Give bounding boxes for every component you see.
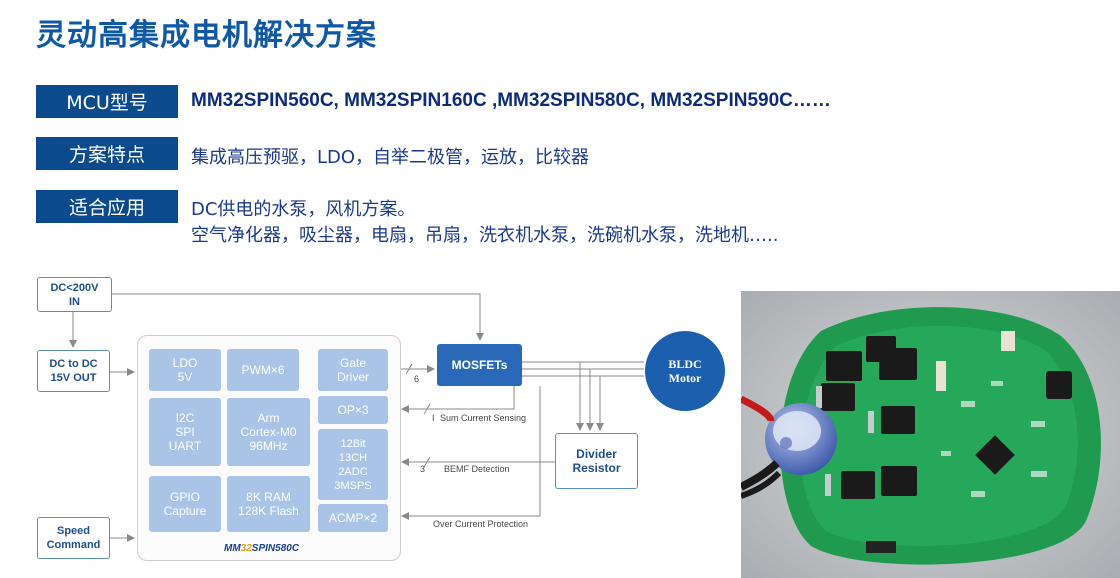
chip-name: MM32SPIN580C [224,543,300,554]
acmp-block: ACMP×2 [318,504,388,532]
speed-command-line-1: Speed [56,525,90,537]
sum-current-sensing-label: Sum Current Sensing [440,413,527,423]
label-applications: 适合应用 [36,190,178,223]
dc-to-dc-line-2: 15V OUT [50,372,97,384]
pcb-photo [741,291,1120,578]
value-applications: DC供电的水泵，风机方案。 空气净化器，吸尘器，电扇，吊扇，洗衣机水泵，洗碗机水… [191,197,778,249]
applications-line-2: 空气净化器，吸尘器，电扇，吊扇，洗衣机水泵，洗碗机水泵，洗地机….. [191,225,779,246]
bus-width-bemf: 3 [420,464,426,474]
pwm-block: PWM×6 [227,349,299,391]
diagram-wires [69,293,644,542]
page-title: 灵动高集成电机解决方案 [36,18,377,53]
value-features: 集成高压预驱，LDO，自举二极管，运放，比较器 [191,147,590,168]
applications-line-1: DC供电的水泵，风机方案。 [191,199,416,220]
op-amp-block: OP×3 [318,396,388,424]
value-mcu-model: MM32SPIN560C, MM32SPIN160C ,MM32SPIN580C… [191,90,831,111]
bus-width-gate: 6 [414,374,420,384]
dc-input-line-1: DC<200V [50,281,99,294]
over-current-protection-label: Over Current Protection [433,519,529,529]
label-mcu-model: MCU型号 [36,85,178,118]
dc-to-dc-box: DC to DC 15V OUT [37,350,110,392]
dc-to-dc-line-1: DC to DC [49,358,98,370]
dc-input-line-2: IN [68,295,80,308]
speed-command-line-2: Command [46,539,101,551]
label-features: 方案特点 [36,137,178,170]
bemf-detection-label: BEMF Detection [444,464,510,474]
bus-width-current: I [432,413,435,423]
mosfets-block: MOSFETs [437,344,522,386]
